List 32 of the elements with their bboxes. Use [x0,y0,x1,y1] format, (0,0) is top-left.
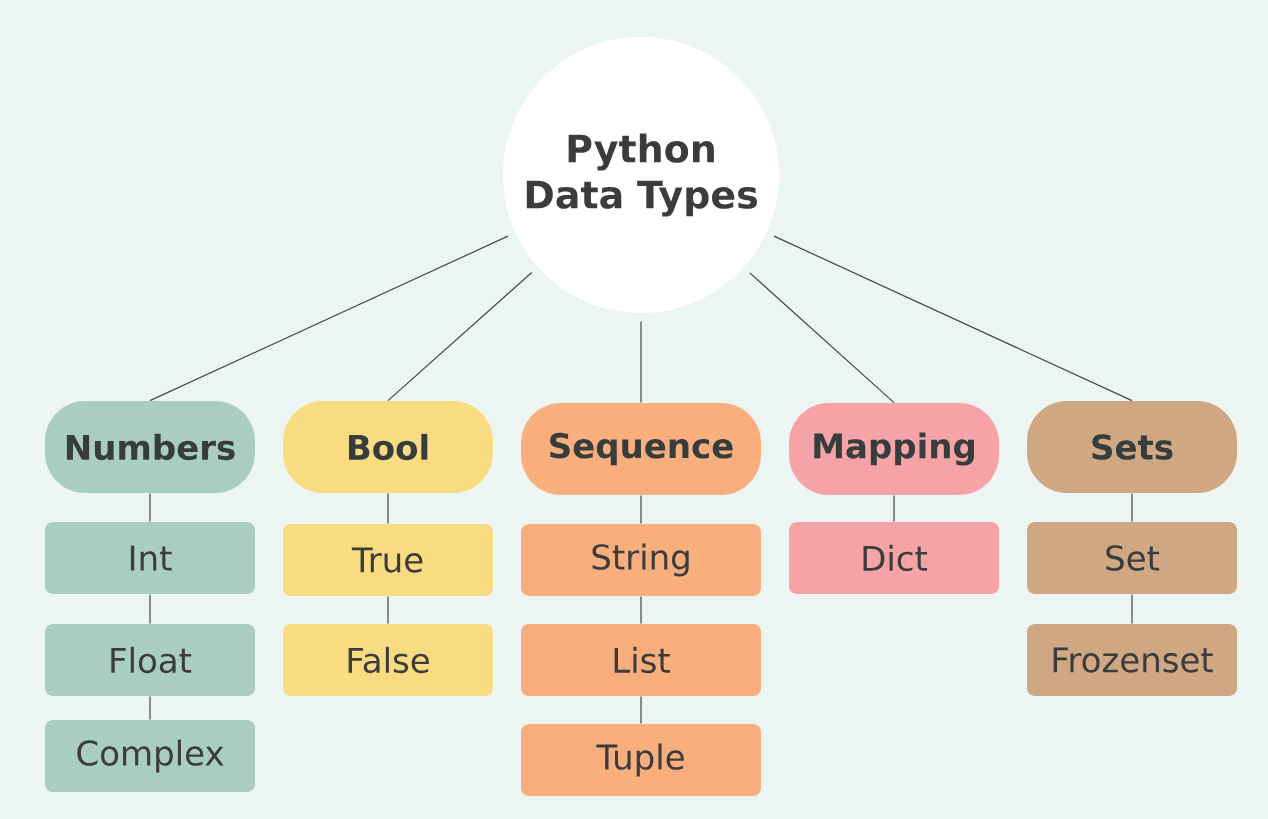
type-box: Float [45,624,255,696]
connector-line [149,695,151,721]
connector-line [149,593,151,625]
type-box: False [283,624,493,696]
type-box: Frozenset [1027,624,1237,696]
category-box: Sequence [521,403,761,495]
connector-line [640,494,642,525]
connector-line [1131,593,1133,625]
connector-line [1131,492,1133,523]
connector-line [640,320,642,404]
type-box: Set [1027,522,1237,594]
type-box: Int [45,522,255,594]
category-box: Sets [1027,401,1237,493]
connector-line [640,595,642,625]
connector-line [640,695,642,725]
category-box: Bool [283,401,493,493]
type-box: String [521,524,761,596]
connector-line [387,595,389,625]
type-box: Complex [45,720,255,792]
connector-line [749,272,895,404]
category-box: Mapping [789,403,999,495]
type-box: Dict [789,522,999,594]
connector-line [149,235,509,402]
type-box: List [521,624,761,696]
connector-line [149,492,151,523]
connector-line [387,271,533,402]
connector-line [773,235,1133,402]
type-box: Tuple [521,724,761,796]
connector-line [387,492,389,525]
type-box: True [283,524,493,596]
category-box: Numbers [45,401,255,493]
connector-line [893,494,895,523]
